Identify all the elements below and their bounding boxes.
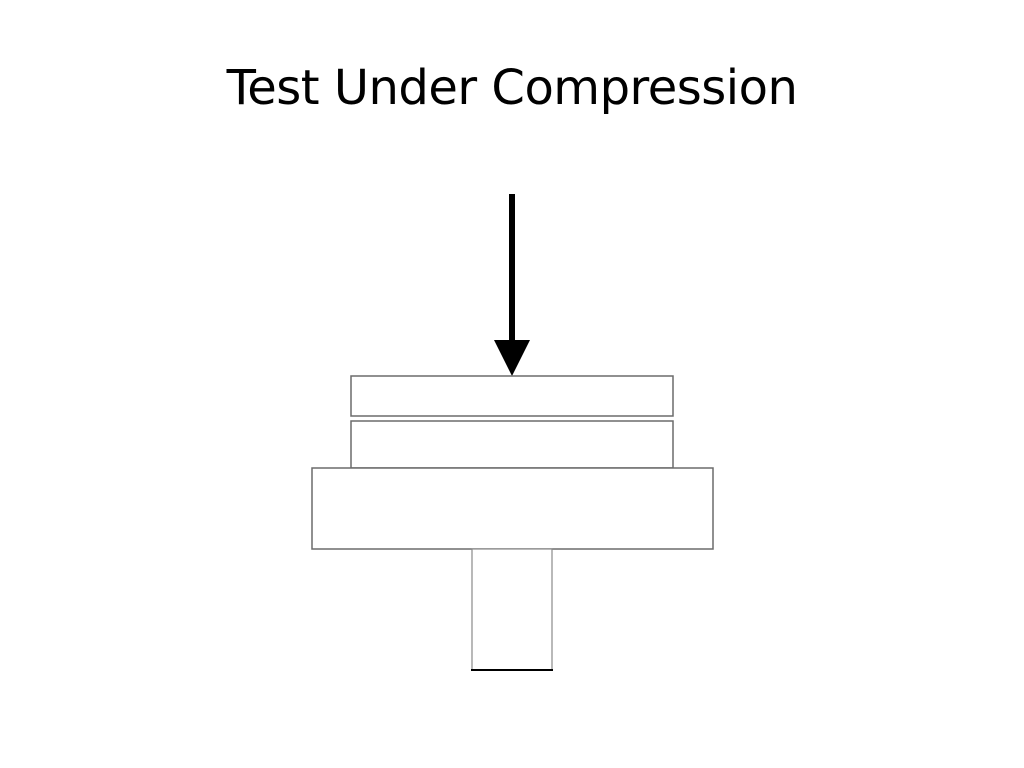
support-stem-body xyxy=(471,548,553,671)
arrowhead xyxy=(494,340,530,376)
slide-title: Test Under Compression xyxy=(226,60,798,116)
support-stem xyxy=(471,548,553,671)
load-arrow-icon xyxy=(494,194,530,376)
top-plate xyxy=(350,375,674,417)
specimen-block xyxy=(350,420,674,469)
base-platen xyxy=(311,467,714,550)
